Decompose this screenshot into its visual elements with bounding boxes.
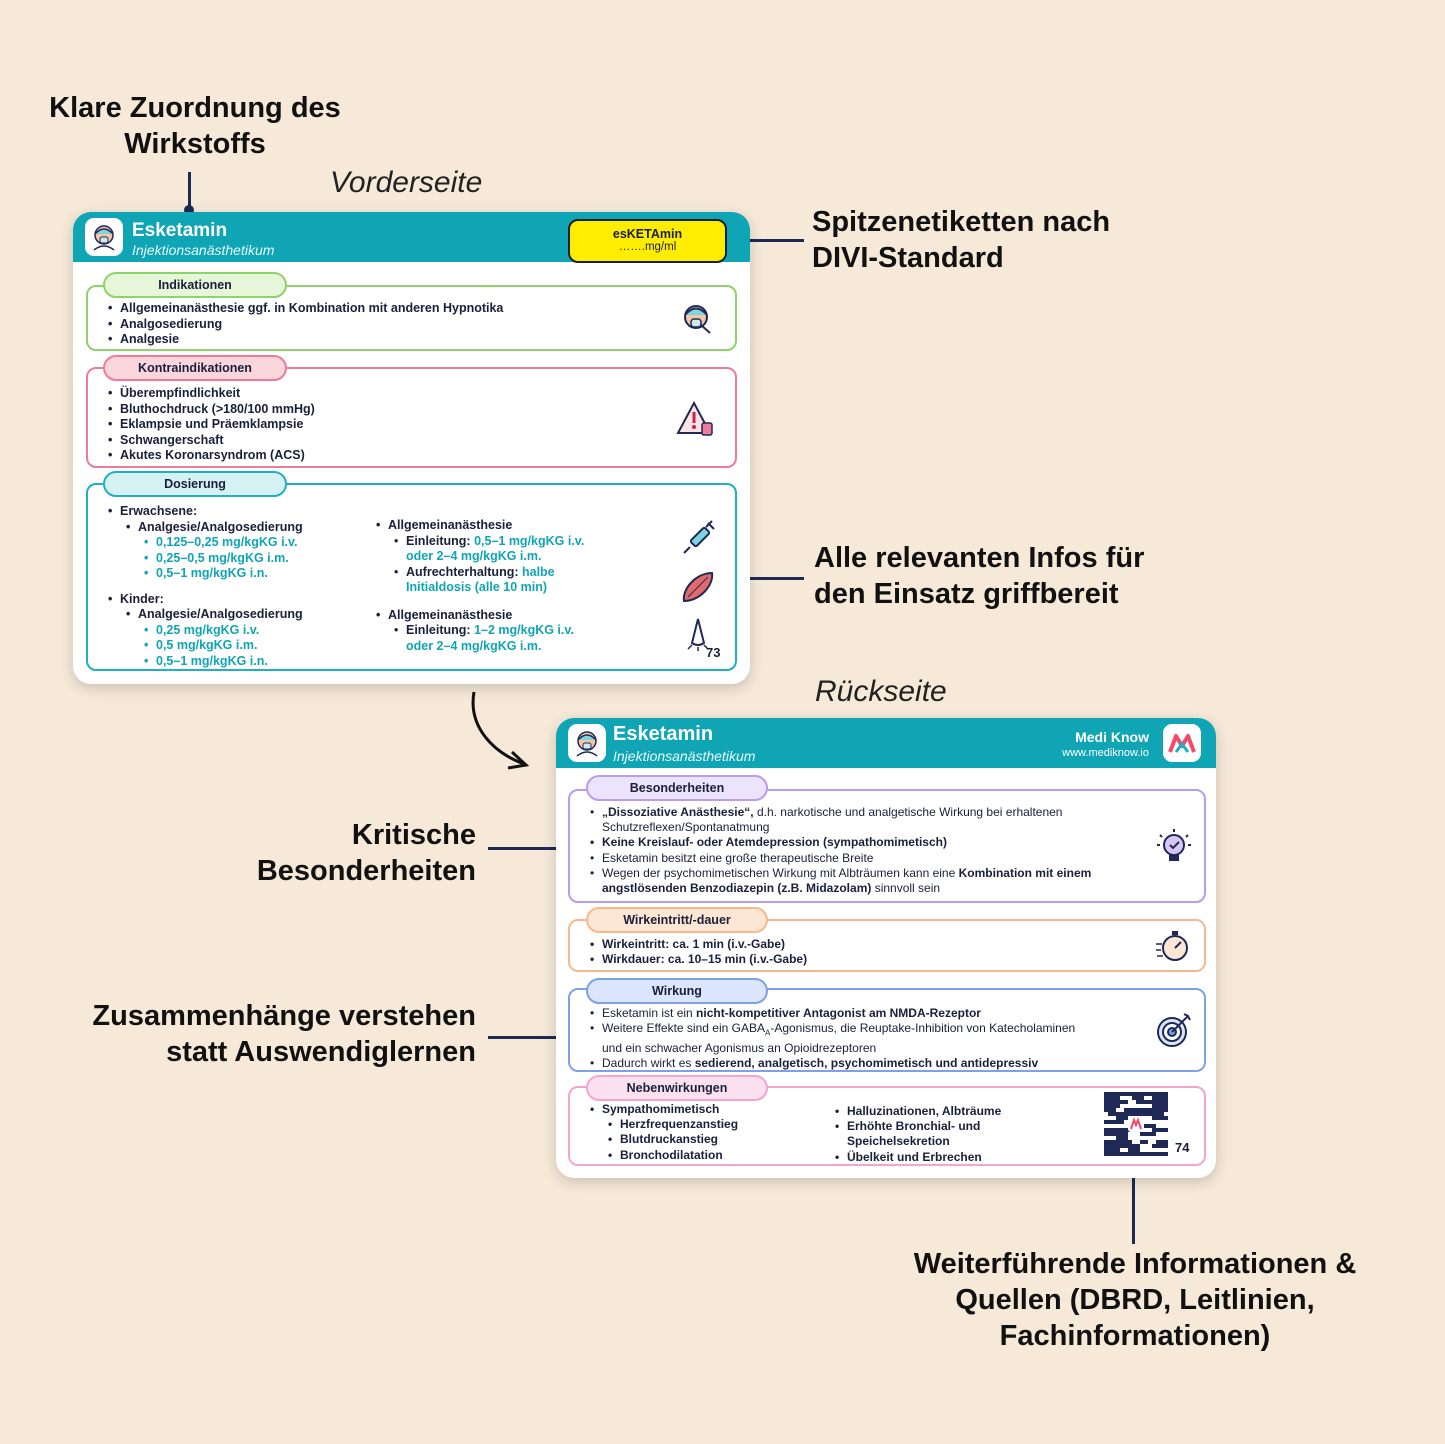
pill-dosierung: Dosierung: [103, 471, 287, 497]
list-item: Bronchodilatation: [608, 1148, 738, 1163]
back-title: Esketamin: [613, 723, 714, 745]
callout-infos: Alle relevanten Infos für den Einsatz gr…: [814, 542, 1145, 610]
section-kontraindikationen: Überempfindlichkeit Bluthochdruck (>180/…: [86, 367, 737, 468]
pill-nebenwirkungen: Nebenwirkungen: [586, 1075, 768, 1101]
pill-wirkung: Wirkung: [586, 978, 768, 1004]
dose-item: 0,5–1 mg/kgKG i.n.: [144, 566, 368, 582]
front-header: Esketamin Injektionsanästhetikum esKETAm…: [73, 212, 750, 263]
list-item: Schwangerschaft: [108, 433, 315, 449]
anesthesia-mask-icon: [684, 305, 711, 334]
back-header: Esketamin Injektionsanästhetikum Medi Kn…: [556, 718, 1216, 768]
front-subtitle: Injektionsanästhetikum: [132, 242, 275, 258]
list-item: Halluzinationen, Albträume: [835, 1104, 1001, 1119]
dose-value: 1–2 mg/kgKG i.v.: [474, 623, 574, 637]
section-dosierung: Erwachsene: Analgesie/Analgosedierung 0,…: [86, 483, 737, 671]
back-card: Esketamin Injektionsanästhetikum Medi Kn…: [556, 718, 1216, 1178]
list-item: Analgesie: [108, 332, 503, 348]
list-item: Wirkdauer: ca. 10–15 min (i.v.-Gabe): [590, 952, 807, 967]
target-icon: [1157, 1013, 1191, 1047]
list-item: Esketamin ist ein nicht-kompetitiver Ant…: [590, 1006, 1150, 1021]
list-item: Erwachsene:: [108, 504, 368, 520]
dose-label: Einleitung:: [406, 623, 471, 637]
callout-zusammenhaenge: Zusammenhänge verstehen statt Auswendigl…: [92, 1000, 476, 1068]
tag-drug-name: esKETAmin: [612, 227, 683, 241]
dose-item: 0,5 mg/kgKG i.m.: [144, 638, 368, 654]
stopwatch-icon: [1156, 931, 1188, 961]
list-item: Blutdruckanstieg: [608, 1132, 738, 1147]
list-item: Analgesie/Analgosedierung: [126, 520, 368, 536]
dose-item: 0,25 mg/kgKG i.v.: [144, 623, 368, 639]
warning-icon: [676, 400, 713, 436]
list-item: Weitere Effekte sind ein GABAA-Agonismus…: [590, 1021, 1150, 1056]
pill-indikationen: Indikationen: [103, 272, 287, 298]
list-item: Analgesie/Analgosedierung: [126, 607, 368, 623]
tag-unit: …….mg/ml: [618, 241, 677, 253]
mediknow-logo: [1163, 724, 1201, 762]
dose-value: Initialdosis (alle 10 min): [406, 580, 548, 594]
list-item: Allgemeinanästhesie ggf. in Kombination …: [108, 301, 503, 317]
pill-besonderheiten: Besonderheiten: [586, 775, 768, 801]
dose-item: 0,125–0,25 mg/kgKG i.v.: [144, 535, 368, 551]
qr-code[interactable]: [1104, 1092, 1168, 1156]
callout-wirkstoff: Klare Zuordnung des Wirkstoffs: [49, 92, 341, 160]
list-item: Eklampsie und Präemklampsie: [108, 417, 315, 433]
pill-wirkeintritt: Wirkeintritt/-dauer: [586, 907, 768, 933]
lightbulb-icon: [1157, 829, 1191, 861]
list-item: Analgosedierung: [108, 317, 503, 333]
dose-label: Aufrechterhaltung:: [406, 564, 519, 579]
list-item: Bluthochdruck (>180/100 mmHg): [108, 402, 315, 418]
syringe-icon: [683, 520, 715, 554]
pill-kontraindikationen: Kontraindikationen: [103, 355, 287, 381]
list-item: Wirkeintritt: ca. 1 min (i.v.-Gabe): [590, 937, 807, 952]
front-card: Esketamin Injektionsanästhetikum esKETAm…: [73, 212, 750, 684]
dose-item: 0,5–1 mg/kgKG i.n.: [144, 654, 368, 670]
section-besonderheiten: „Dissoziative Anästhesie“, d.h. narkotis…: [568, 789, 1206, 903]
label-rueckseite: Rückseite: [815, 675, 947, 708]
dose-value: oder 2–4 mg/kgKG i.m.: [406, 638, 542, 653]
anesthesia-patient-icon: [568, 724, 606, 762]
muscle-icon: [682, 571, 714, 603]
brand-name: Medi Know: [1075, 729, 1149, 745]
front-title: Esketamin: [132, 220, 228, 241]
list-item: Esketamin besitzt eine große therapeutis…: [590, 851, 1150, 866]
list-item: „Dissoziative Anästhesie“, d.h. narkotis…: [590, 805, 1150, 835]
list-item: Akutes Koronarsyndrom (ACS): [108, 448, 315, 464]
callout-spitzenetiketten: Spitzenetiketten nach DIVI-Standard: [812, 206, 1111, 274]
dose-label: Einleitung:: [406, 533, 471, 548]
list-item: Übelkeit und Erbrechen: [835, 1150, 1001, 1165]
nose-icon: [687, 618, 709, 651]
page-number: 74: [1175, 1140, 1190, 1155]
callout-quellen: Weiterführende Informationen & Quellen (…: [913, 1248, 1357, 1352]
back-subtitle: Injektionsanästhetikum: [613, 748, 756, 764]
list-item: Keine Kreislauf- oder Atemdepression (sy…: [590, 835, 1150, 850]
section-nebenwirkungen: Sympathomimetisch Herzfrequenzanstieg Bl…: [568, 1086, 1206, 1166]
label-vorderseite: Vorderseite: [330, 166, 483, 199]
list-item: Allgemeinanästhesie: [376, 518, 636, 534]
page-number: 73: [706, 645, 721, 660]
dose-item: 0,25–0,5 mg/kgKG i.m.: [144, 551, 368, 567]
list-item: Allgemeinanästhesie: [376, 608, 636, 624]
list-item: Überempfindlichkeit: [108, 386, 315, 402]
list-item: Herzfrequenzanstieg: [608, 1117, 738, 1132]
anesthesia-patient-icon: [85, 218, 123, 256]
list-item: Dadurch wirkt es sedierend, analgetisch,…: [590, 1056, 1150, 1071]
brand-url: www.mediknow.io: [1062, 747, 1149, 759]
list-item: Kinder:: [108, 592, 368, 608]
dose-value: halbe: [521, 564, 555, 579]
dose-value: oder 2–4 mg/kgKG i.m.: [406, 549, 542, 563]
list-item: Sympathomimetisch: [590, 1102, 738, 1117]
arrow-icon: [471, 691, 530, 770]
divi-syringe-label: esKETAmin …….mg/ml: [568, 219, 727, 263]
dose-value: 0,5–1 mg/kgKG i.v.: [474, 533, 585, 548]
list-item: Wegen der psychomimetischen Wirkung mit …: [590, 866, 1150, 896]
callout-besonderheiten: Kritische Besonderheiten: [256, 819, 476, 887]
